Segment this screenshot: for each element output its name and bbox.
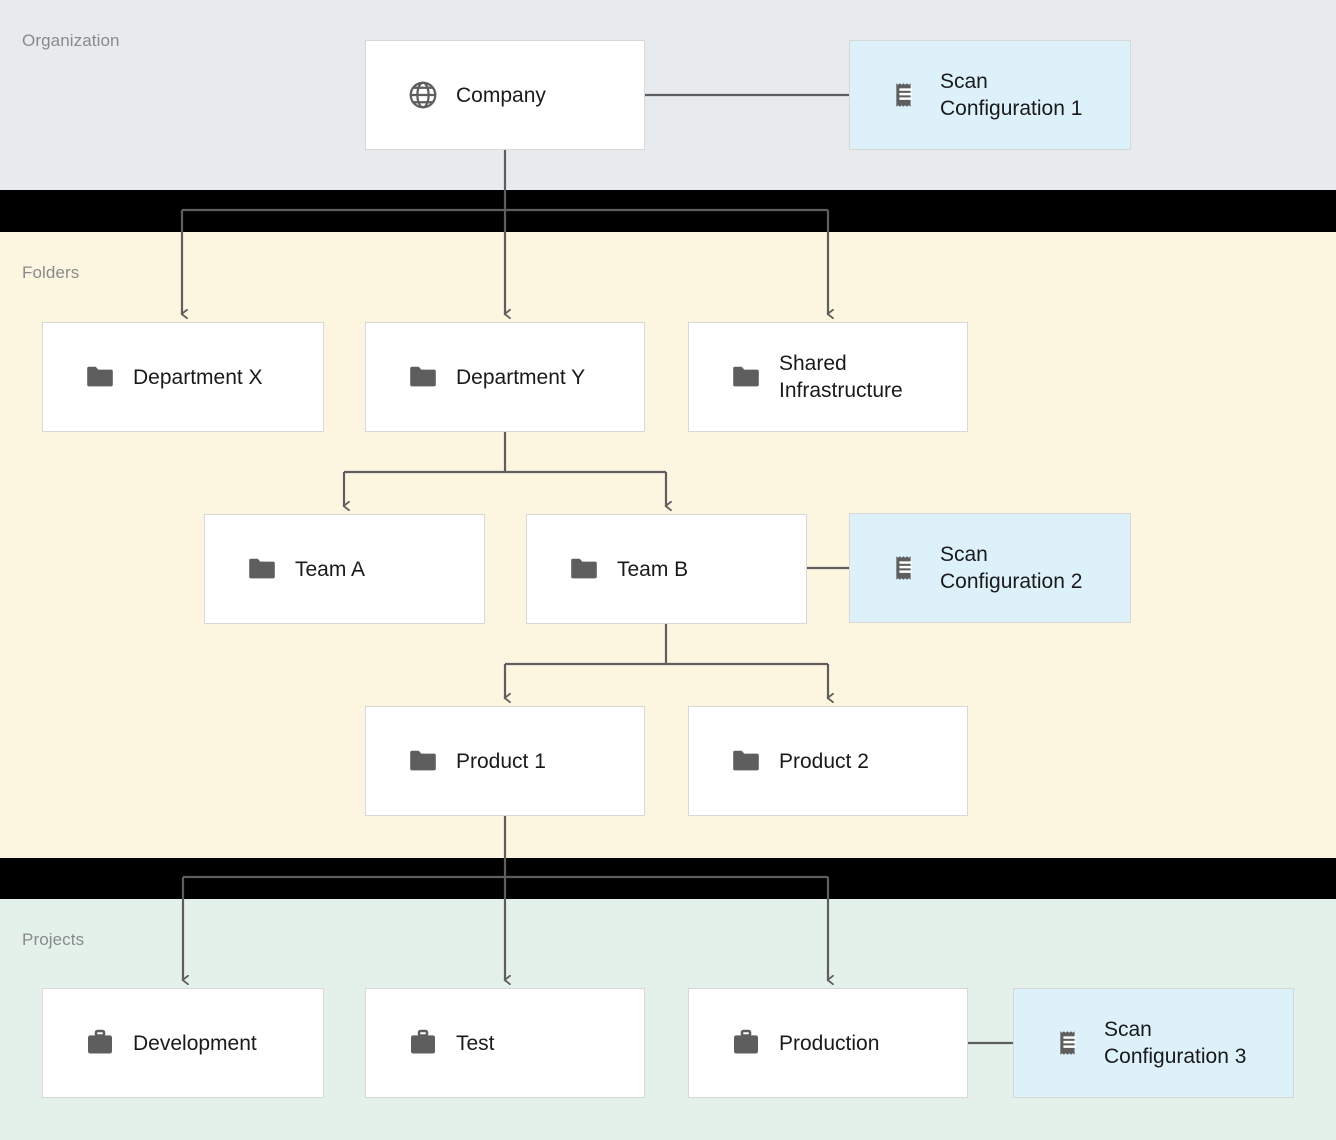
band-label-folders: Folders [22,263,80,282]
node-label: Team A [295,557,366,581]
node-development[interactable]: Development [42,988,324,1098]
node-test[interactable]: Test [365,988,645,1098]
node-label: Production [779,1031,880,1055]
node-team-a[interactable]: Team A [204,514,485,624]
briefcase-icon [406,1026,440,1060]
node-label: Scan Configuration 2 [940,543,1083,593]
node-label: Company [456,83,546,107]
node-label: Development [133,1031,257,1055]
scan-config-icon [890,551,924,585]
node-scan-configuration-2[interactable]: Scan Configuration 2 [849,513,1131,623]
node-label: Team B [617,557,689,581]
scan-config-icon [1054,1026,1088,1060]
node-scan-configuration-3[interactable]: Scan Configuration 3 [1013,988,1294,1098]
folder-icon [406,360,440,394]
node-shared-infrastructure[interactable]: Shared Infrastructure [688,322,968,432]
node-product-2[interactable]: Product 2 [688,706,968,816]
node-department-y[interactable]: Department Y [365,322,645,432]
node-label: Product 2 [779,749,869,773]
scan-config-icon [890,78,924,112]
band-label-organization: Organization [22,31,120,50]
node-label: Department X [133,365,263,389]
node-label: Test [456,1031,495,1055]
node-label: Shared Infrastructure [779,352,903,402]
band-label-projects: Projects [22,930,85,949]
folder-icon [406,744,440,778]
folder-icon [729,360,763,394]
briefcase-icon [83,1026,117,1060]
node-scan-configuration-1[interactable]: Scan Configuration 1 [849,40,1131,150]
node-production[interactable]: Production [688,988,968,1098]
briefcase-icon [729,1026,763,1060]
node-company[interactable]: Company [365,40,645,150]
node-department-x[interactable]: Department X [42,322,324,432]
folder-icon [729,744,763,778]
node-label: Scan Configuration 3 [1104,1018,1247,1068]
node-label: Department Y [456,365,586,389]
folder-icon [567,552,601,586]
node-product-1[interactable]: Product 1 [365,706,645,816]
node-label: Scan Configuration 1 [940,70,1083,120]
node-team-b[interactable]: Team B [526,514,807,624]
node-label: Product 1 [456,749,546,773]
globe-icon [406,78,440,112]
folder-icon [245,552,279,586]
band-organization [0,0,1336,190]
folder-icon [83,360,117,394]
